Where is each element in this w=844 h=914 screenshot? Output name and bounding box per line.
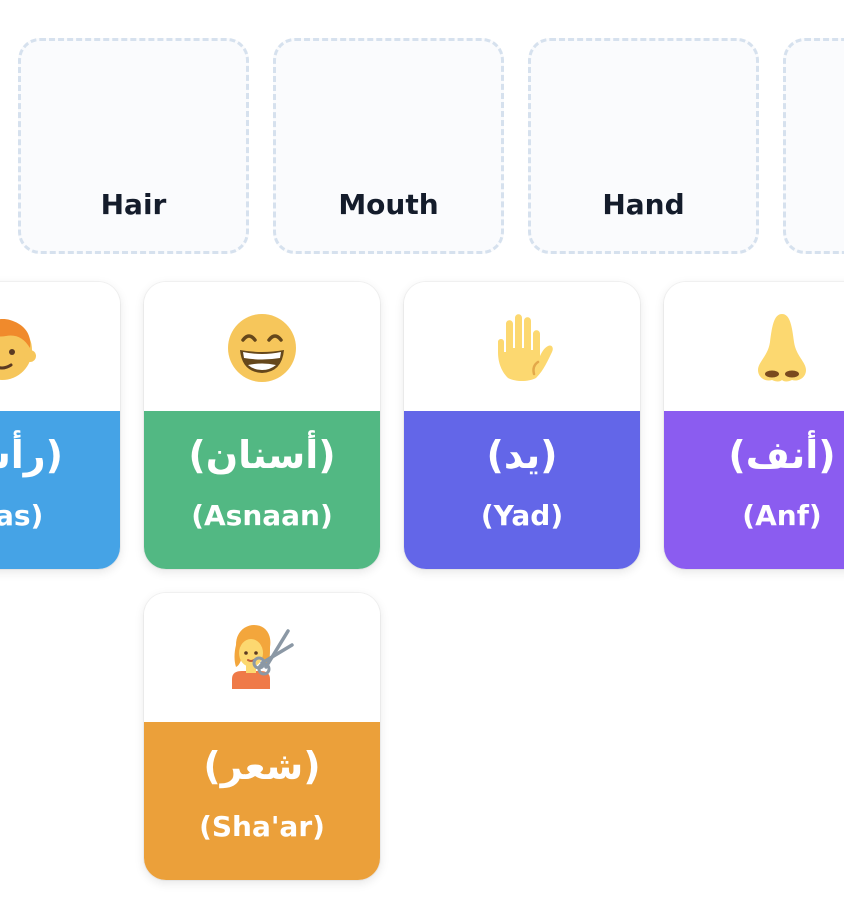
arabic-word: (أنف) xyxy=(728,433,836,477)
word-card-anf[interactable]: (أنف) (Anf) xyxy=(664,282,844,569)
dropzone-hand[interactable]: Hand xyxy=(528,38,759,254)
dropzone-partial[interactable] xyxy=(783,38,844,254)
word-card-asnaan[interactable]: (أسنان) (Asnaan) xyxy=(144,282,380,569)
card-word-area: (أنف) (Anf) xyxy=(664,411,844,569)
transliteration: (Ras) xyxy=(0,499,44,532)
hairdresser-icon xyxy=(232,625,294,689)
arabic-word: (أسنان) xyxy=(188,433,336,477)
card-image-area xyxy=(664,282,844,411)
dropzone-label: Mouth xyxy=(338,188,439,221)
transliteration: (Yad) xyxy=(480,499,564,532)
raised-hand-icon xyxy=(498,314,553,381)
transliteration: (Asnaan) xyxy=(191,499,333,532)
card-word-area: (يد) (Yad) xyxy=(404,411,640,569)
card-image-area xyxy=(144,282,380,411)
arabic-word: (يد) xyxy=(486,433,558,477)
child-face-icon xyxy=(0,319,36,380)
grinning-face-icon xyxy=(228,314,296,382)
word-card-yad[interactable]: (يد) (Yad) xyxy=(404,282,640,569)
card-word-area: (أسنان) (Asnaan) xyxy=(144,411,380,569)
dropzone-hair[interactable]: Hair xyxy=(18,38,249,254)
word-card-shaar[interactable]: (شعر) (Sha'ar) xyxy=(144,593,380,880)
card-image-area xyxy=(404,282,640,411)
nose-icon xyxy=(758,314,806,382)
transliteration: (Anf) xyxy=(742,499,822,532)
arabic-word: (شعر) xyxy=(203,744,321,788)
card-image-area xyxy=(144,593,380,722)
dropzone-mouth[interactable]: Mouth xyxy=(273,38,504,254)
dropzone-label: Hair xyxy=(100,188,167,221)
dropzone-label: Hand xyxy=(602,188,685,221)
card-word-area: (شعر) (Sha'ar) xyxy=(144,722,380,880)
arabic-word: (رأس) xyxy=(0,433,64,477)
word-card-ras[interactable]: (رأس) (Ras) xyxy=(0,282,120,569)
card-word-area: (رأس) (Ras) xyxy=(0,411,120,569)
card-image-area xyxy=(0,282,120,411)
transliteration: (Sha'ar) xyxy=(199,810,325,843)
